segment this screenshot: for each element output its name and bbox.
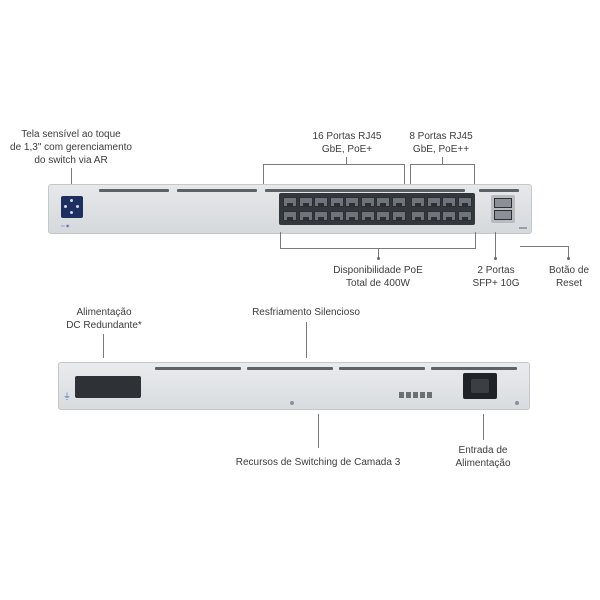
rj45-port-icon[interactable] (411, 197, 425, 207)
rj45-port-icon[interactable] (442, 197, 456, 207)
rj45-port-icon[interactable] (376, 211, 390, 221)
switch-back-panel: ⏚ (58, 362, 530, 410)
rj45-port-block (279, 193, 475, 225)
poe-bracket-right (475, 232, 476, 248)
rj45-port-icon[interactable] (283, 211, 297, 221)
front-vent (265, 189, 465, 192)
poe-leader-dot (377, 257, 380, 260)
ports8-bracket-top (410, 164, 474, 165)
ports8-leader (442, 157, 443, 164)
poe-label: Disponibilidade PoE Total de 400W (333, 265, 423, 289)
rj45-port-icon[interactable] (329, 211, 344, 221)
rj45-port-icon[interactable] (426, 211, 441, 221)
ports8-bracket-left (410, 164, 411, 184)
front-vent (479, 189, 519, 192)
reset-button-icon[interactable] (519, 227, 527, 229)
rj45-port-icon[interactable] (360, 197, 375, 207)
rj45-port-icon[interactable] (345, 197, 359, 207)
ground-icon: ⏚ (63, 392, 71, 401)
certification-marks-icon (399, 385, 443, 398)
layer3-label: Recursos de Switching de Camada 3 (235, 457, 401, 468)
sfp-port-icon[interactable] (494, 210, 512, 220)
rj45-port-icon[interactable] (426, 197, 441, 207)
screw-icon (515, 401, 519, 405)
ports8-label: 8 Portas RJ45 GbE, PoE++ (409, 131, 473, 155)
poe-bracket-left (280, 232, 281, 248)
rj45-port-icon[interactable] (457, 211, 472, 221)
reset-leader-v (568, 246, 569, 258)
rj45-port-icon[interactable] (457, 197, 472, 207)
ports16-label: 16 Portas RJ45 GbE, PoE+ (312, 131, 382, 155)
rj45-port-icon[interactable] (345, 211, 359, 221)
rj45-port-icon[interactable] (314, 211, 328, 221)
sfp-leader-dot (494, 257, 497, 260)
rj45-port-icon[interactable] (391, 211, 406, 221)
touchscreen-icon[interactable] (61, 196, 83, 218)
rj45-port-icon[interactable] (329, 197, 344, 207)
rj45-port-icon[interactable] (391, 197, 406, 207)
rj45-port-icon[interactable] (298, 197, 313, 207)
layer3-leader (318, 414, 319, 448)
touchscreen-leader (71, 168, 72, 184)
cooling-leader (306, 322, 307, 358)
dc-leader (103, 334, 104, 358)
switch-front-panel: ▭ ◉ (48, 184, 532, 234)
cooling-label: Resfriamento Silencioso (252, 307, 360, 318)
ports16-bracket-left (263, 164, 264, 184)
rj45-port-icon[interactable] (298, 211, 313, 221)
front-vent (177, 189, 257, 192)
power-input-leader (483, 414, 484, 440)
sfp-port-icon[interactable] (494, 198, 512, 208)
sfp-leader (495, 232, 496, 258)
power-input-label: Entrada de Alimentação (455, 445, 511, 469)
ports8-bracket-right (474, 164, 475, 184)
back-vent (247, 367, 333, 370)
reset-leader-h (520, 246, 568, 247)
poe-bracket (280, 248, 476, 249)
back-vent (339, 367, 425, 370)
reset-label: Botão de Reset (548, 265, 590, 289)
back-vent (431, 367, 517, 370)
sfp-port-block (491, 195, 515, 223)
rj45-port-icon[interactable] (376, 197, 390, 207)
touchscreen-label: Tela sensível ao toque de 1,3" com geren… (10, 129, 132, 166)
poe-leader (378, 249, 379, 258)
screw-icon (290, 401, 294, 405)
rj45-port-icon[interactable] (360, 211, 375, 221)
dc-power-slot-icon (75, 376, 141, 398)
ports16-bracket-top (263, 164, 405, 165)
ports16-leader (346, 157, 347, 164)
rj45-port-icon[interactable] (314, 197, 328, 207)
back-vent (155, 367, 241, 370)
power-inlet-icon[interactable] (463, 373, 497, 399)
ports16-bracket-right (404, 164, 405, 184)
reset-leader-dot (567, 257, 570, 260)
brand-mark-icon: ▭ ◉ (61, 223, 70, 228)
front-vent (99, 189, 169, 192)
dc-power-label: Alimentação DC Redundante* (66, 307, 142, 331)
sfp-label: 2 Portas SFP+ 10G (472, 265, 520, 289)
rj45-port-icon[interactable] (283, 197, 297, 207)
rj45-port-icon[interactable] (411, 211, 425, 221)
rj45-port-icon[interactable] (442, 211, 456, 221)
